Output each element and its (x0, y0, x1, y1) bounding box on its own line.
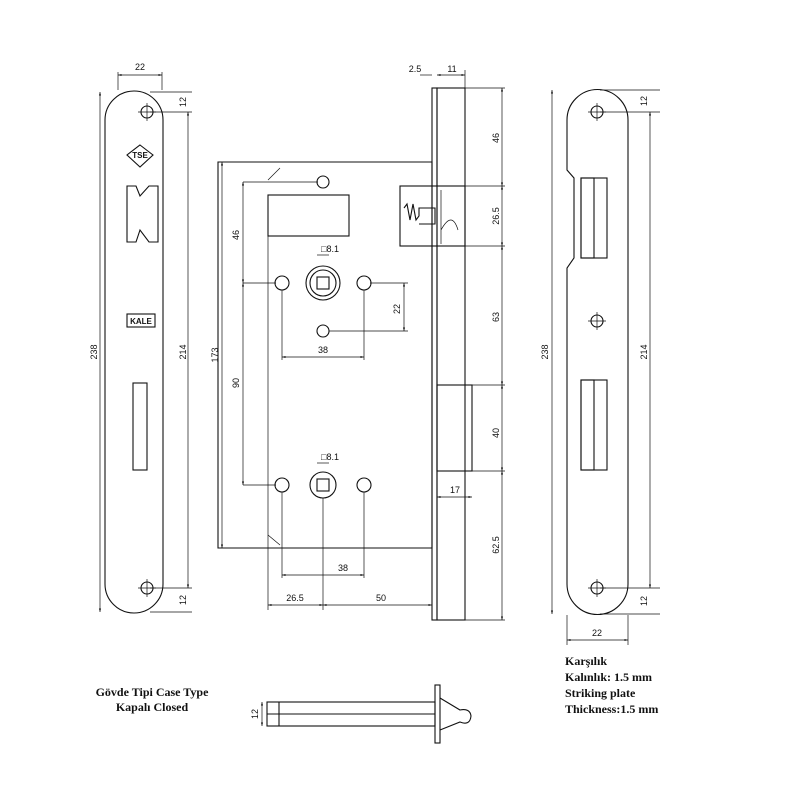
dim-bolt-height: 40 (491, 428, 501, 438)
dim-faceplate-thickness: 2.5 (409, 64, 422, 74)
dim-plate-height: 238 (540, 344, 550, 359)
dim-faceplate-bottom: 12 (178, 595, 188, 605)
latch-spring (403, 202, 436, 225)
kale-logo: KALE (126, 313, 156, 328)
dim-top-hole-spacing: 38 (318, 345, 328, 355)
case-type-label: Gövde Tipi Case Type (96, 685, 209, 699)
case-type-value: Kapalı Closed (116, 700, 189, 714)
dim-side-height: 12 (250, 709, 260, 719)
dim-backset: 50 (376, 593, 386, 603)
kale-logo-text: KALE (130, 317, 152, 326)
dim-bolt-to-bottom: 62.5 (491, 536, 501, 554)
dim-plate-top: 12 (639, 96, 649, 106)
spindle-hub-bottom (309, 471, 337, 499)
striking-plate-view: 238 214 12 12 22 Karşılık Kalınlık: 1.5 … (540, 89, 660, 716)
dim-plate-width: 22 (592, 628, 602, 638)
dim-forend-depth: 11 (447, 64, 456, 74)
lock-side-view: 12 (250, 684, 472, 744)
dim-top-to-spindle: 46 (231, 230, 241, 240)
bolt-slot (132, 382, 148, 471)
plate-caption-line: Karşılık (565, 654, 607, 668)
dead-bolt (436, 384, 473, 472)
dim-faceplate-top: 12 (178, 97, 188, 107)
dim-screw-offset: 22 (392, 304, 402, 314)
dim-spindle-square-bottom: □8.1 (321, 452, 339, 462)
top-bolt-block (267, 194, 350, 237)
faceplate-front-view: TSE KALE 22 238 214 12 12 (89, 62, 192, 614)
dim-plate-bottom: 12 (639, 596, 649, 606)
dim-faceplate-hole-spacing: 214 (178, 344, 188, 359)
dim-spindle-spacing: 90 (231, 378, 241, 388)
spindle-hub-top (305, 265, 341, 301)
plate-caption-line: Thickness:1.5 mm (565, 702, 658, 716)
dim-plate-hole-spacing: 214 (639, 344, 649, 359)
dim-faceplate-width: 22 (135, 62, 145, 72)
tse-logo-text: TSE (132, 151, 148, 160)
dim-spindle-square-top: □8.1 (321, 244, 339, 254)
dim-top-to-latch: 46 (491, 133, 501, 143)
tse-logo: TSE (126, 144, 154, 168)
dim-faceplate-height: 238 (89, 344, 99, 359)
latch-bolt (399, 185, 466, 247)
dim-backset-left: 26.5 (286, 593, 304, 603)
plate-caption-line: Kalınlık: 1.5 mm (565, 670, 652, 684)
plate-caption-line: Striking plate (565, 686, 636, 700)
latch-opening (126, 185, 159, 243)
dim-latch-height: 26.5 (491, 207, 501, 225)
dim-case-height: 173 (210, 347, 220, 362)
lock-body-view: 2.5 11 46 26.5 63 40 17 62.5 173 46 90 2… (210, 64, 505, 621)
dim-bolt-throw: 17 (450, 485, 460, 495)
dim-latch-to-bolt: 63 (491, 312, 501, 322)
dim-bottom-hole-spacing: 38 (338, 563, 348, 573)
